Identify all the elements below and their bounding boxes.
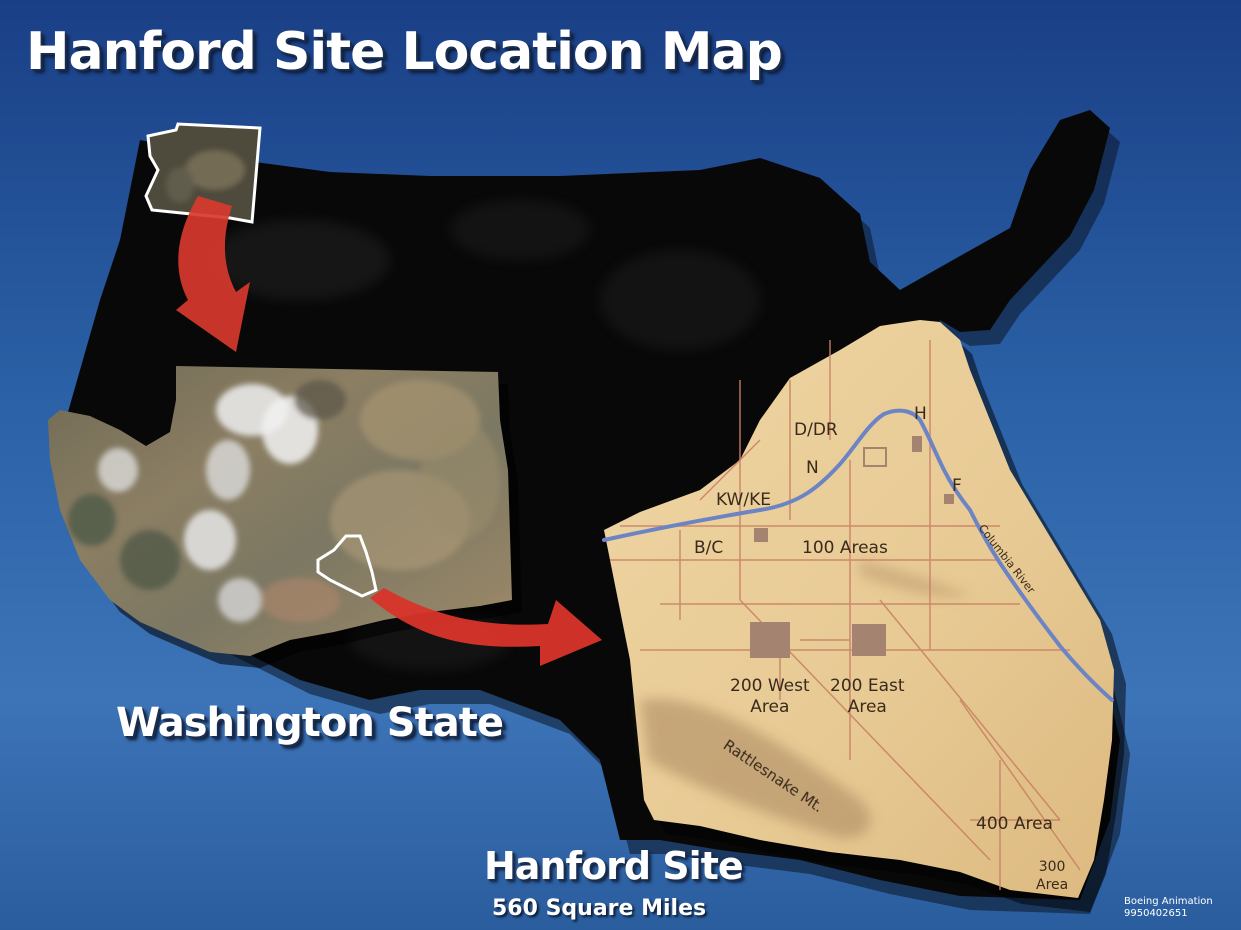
washington-terrain (68, 380, 500, 622)
building-200-west (750, 622, 790, 658)
credit-line-2: 9950402651 (1124, 908, 1188, 919)
label-200-west-line2: Area (750, 697, 790, 717)
area-buildings (750, 436, 954, 658)
label-h: H (914, 404, 927, 424)
arrow-state-to-site (370, 588, 602, 666)
hanford-outline-on-state (316, 534, 378, 598)
hanford-site-area: 560 Square Miles (492, 896, 707, 921)
building-b-c (754, 528, 768, 542)
building-d-dr (863, 447, 887, 467)
washington-outline-texture (166, 150, 245, 203)
label-400-area: 400 Area (976, 814, 1053, 834)
label-100-areas: 100 Areas (802, 538, 888, 558)
building-h (912, 436, 922, 452)
label-200-east: 200 East Area (830, 676, 905, 718)
label-200-east-line1: 200 East (830, 676, 905, 696)
label-n: N (806, 458, 819, 478)
label-200-west: 200 West Area (730, 676, 810, 718)
label-300-area-line1: 300 (1038, 859, 1066, 875)
label-d-dr: D/DR (794, 420, 838, 440)
image-credit: Boeing Animation 9950402651 (1124, 896, 1239, 920)
label-300-area-line2: Area (1036, 877, 1069, 893)
building-200-east (852, 624, 886, 656)
label-300-area: 300 Area (1036, 858, 1068, 894)
arrow-us-to-state (176, 196, 250, 352)
label-200-east-line2: Area (847, 697, 887, 717)
label-b-c: B/C (694, 538, 724, 558)
credit-line-1: Boeing Animation (1124, 896, 1213, 907)
washington-state-label: Washington State (116, 700, 504, 746)
label-f: F (952, 476, 962, 496)
rattlesnake-mountain-shading (640, 560, 970, 839)
label-200-west-line1: 200 West (730, 676, 810, 696)
map-title: Hanford Site Location Map (26, 22, 783, 82)
label-kw-ke: KW/KE (716, 490, 771, 510)
hanford-site-label: Hanford Site (484, 844, 744, 888)
columbia-river (602, 408, 1114, 702)
building-f (944, 494, 954, 504)
